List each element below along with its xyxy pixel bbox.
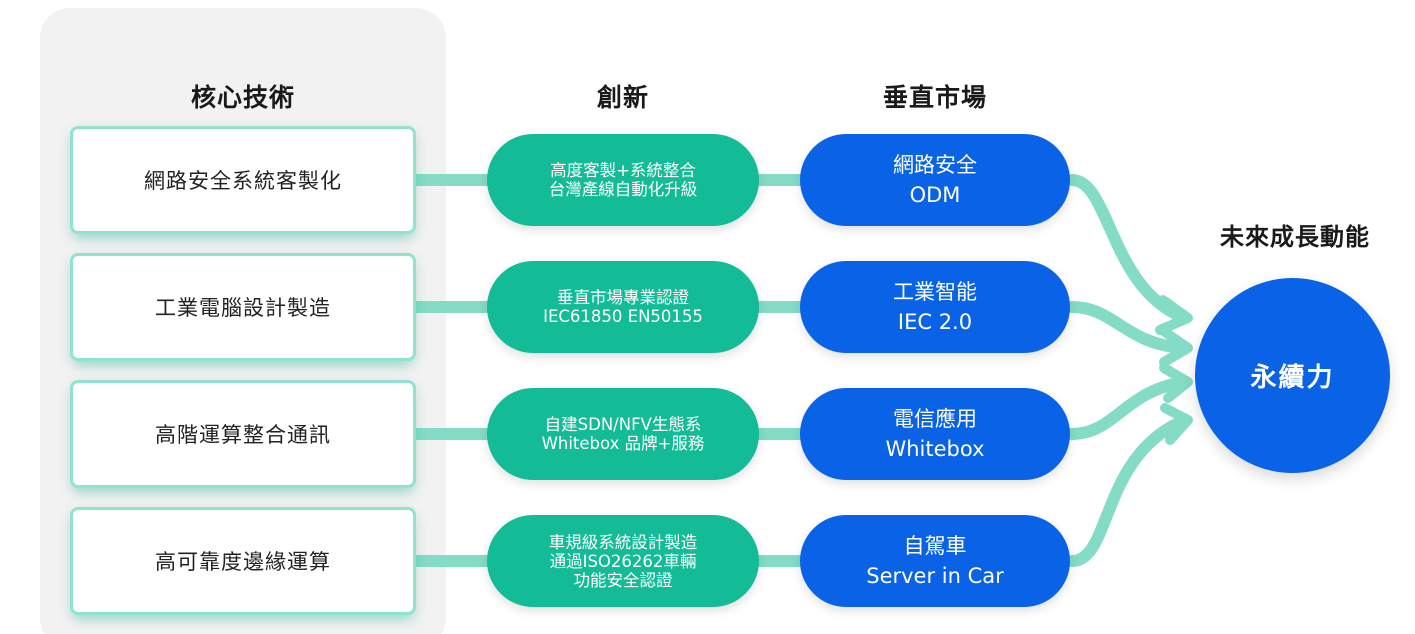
future-growth-label: 永續力	[1250, 363, 1335, 393]
arrowhead-2	[1159, 327, 1193, 367]
core-tech-label: 網路安全系統客製化	[144, 169, 342, 193]
core-tech-label: 高階運算整合通訊	[155, 423, 331, 447]
innovation-line: IEC61850 EN50155	[543, 307, 703, 326]
heading-vertical-market: 垂直市場	[882, 83, 987, 112]
arrow-vert-future-1	[1066, 174, 1191, 324]
vertical-market-pill: 電信應用 Whitebox	[800, 388, 1070, 480]
arrowhead-3	[1159, 363, 1193, 403]
innovation-line: Whitebox 品牌+服務	[541, 434, 705, 453]
vertical-line: 網路安全	[893, 153, 977, 177]
innovation-pill: 車規級系統設計製造 通過ISO26262車輛 功能安全認證	[487, 515, 759, 607]
heading-core-technology: 核心技術	[190, 83, 295, 112]
arrow-vert-future-2	[1066, 301, 1191, 354]
vertical-market-pill: 自駕車 Server in Car	[800, 515, 1070, 607]
vertical-line: Server in Car	[866, 564, 1004, 588]
arrow-vert-future-3	[1066, 376, 1191, 440]
vertical-line: 電信應用	[893, 407, 977, 431]
innovation-pill: 高度客製+系統整合 台灣產線自動化升級	[487, 134, 759, 226]
vertical-market-pill: 工業智能 IEC 2.0	[800, 261, 1070, 353]
innovation-pill: 垂直市場專業認證 IEC61850 EN50155	[487, 261, 759, 353]
core-tech-label: 工業電腦設計製造	[155, 296, 331, 320]
innovation-line: 垂直市場專業認證	[557, 288, 689, 307]
arrowhead-1	[1155, 295, 1193, 335]
future-growth-circle: 永續力	[1195, 278, 1390, 473]
vertical-line: IEC 2.0	[897, 310, 973, 334]
core-tech-label: 高可靠度邊緣運算	[155, 550, 331, 574]
core-tech-box: 高階運算整合通訊	[70, 380, 416, 488]
vertical-line: 工業智能	[893, 280, 977, 304]
innovation-pill: 自建SDN/NFV生態系 Whitebox 品牌+服務	[487, 388, 759, 480]
innovation-line: 高度客製+系統整合	[550, 161, 696, 180]
vertical-market-pill: 網路安全 ODM	[800, 134, 1070, 226]
innovation-line: 車規級系統設計製造	[548, 532, 698, 552]
core-tech-box: 工業電腦設計製造	[70, 253, 416, 361]
arrowhead-4	[1160, 403, 1193, 445]
innovation-line: 自建SDN/NFV生態系	[544, 415, 702, 434]
vertical-line: Whitebox	[885, 437, 985, 461]
heading-innovation: 創新	[596, 83, 649, 112]
core-tech-box: 高可靠度邊緣運算	[70, 507, 416, 615]
core-tech-box: 網路安全系統客製化	[70, 126, 416, 234]
heading-future-growth: 未來成長動能	[1220, 223, 1370, 251]
vertical-line: ODM	[909, 183, 961, 207]
innovation-line: 功能安全認證	[573, 570, 673, 590]
innovation-line: 台灣產線自動化升級	[548, 180, 698, 199]
vertical-line: 自駕車	[903, 534, 967, 558]
innovation-line: 通過ISO26262車輛	[549, 551, 697, 571]
arrow-vert-future-4	[1066, 414, 1191, 567]
